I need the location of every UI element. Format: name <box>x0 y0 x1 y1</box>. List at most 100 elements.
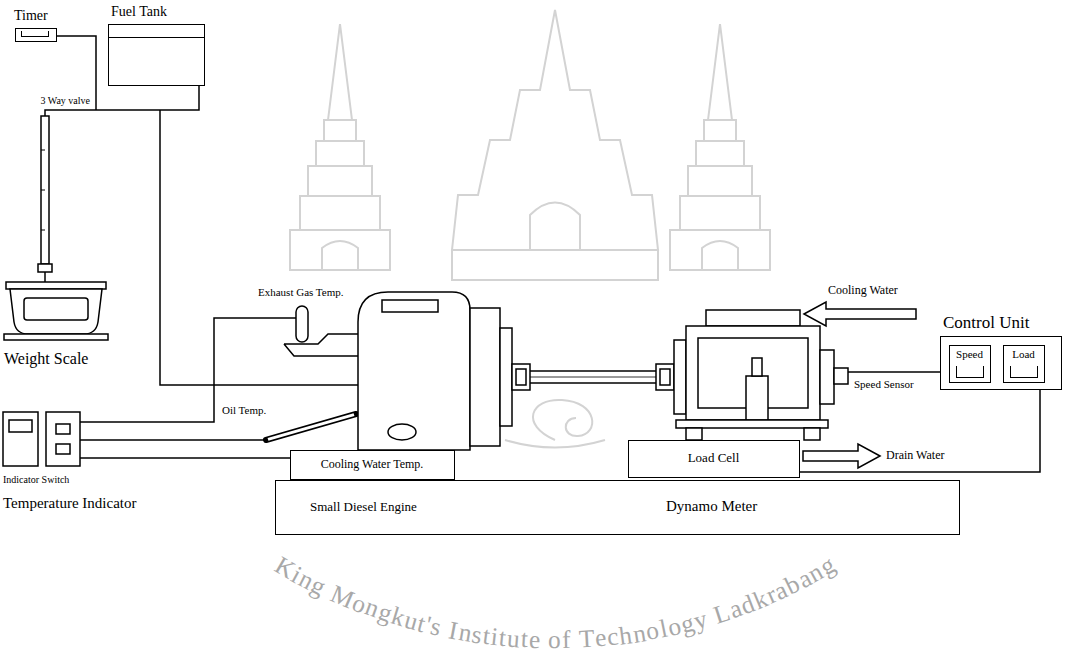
engine-drawing-part <box>516 369 526 385</box>
control-unit: Control UnitSpeedLoad <box>940 336 1062 390</box>
seal-watermark-part <box>702 241 738 270</box>
node-label: Load Cell <box>688 451 740 466</box>
timer-box: Timer <box>15 28 57 42</box>
weight-scale-drawing-part <box>41 190 45 191</box>
seal-watermark-part <box>328 24 352 120</box>
engine-drawing-part <box>500 328 512 426</box>
watermark-letter: f <box>562 627 571 653</box>
signal-wire-part <box>160 110 358 385</box>
fuel-level <box>109 37 204 38</box>
node-label: Dynamo Meter <box>666 498 757 515</box>
part-label: Indicator Switch <box>3 474 69 486</box>
weight-scale-drawing-part <box>41 230 45 231</box>
weight-scale-drawing-part <box>44 272 46 282</box>
sensor-drawing-part <box>284 334 358 356</box>
watermark-letter: t <box>498 624 507 650</box>
flow-label: Drain Water <box>886 449 944 463</box>
part-label: Temperature Indicator <box>3 495 136 512</box>
seal-watermark-part <box>696 141 744 166</box>
seal-watermark-part <box>300 196 380 230</box>
flow-arrow <box>803 302 916 468</box>
engine-drawing-part <box>530 377 656 378</box>
watermark-letter: e <box>594 625 607 651</box>
weight-scale-drawing <box>4 116 108 340</box>
watermark-letter: e <box>528 627 540 653</box>
cooling-water-temp-box: Cooling Water Temp. <box>290 450 455 480</box>
watermark-letter: t <box>520 626 528 652</box>
timer-screen <box>21 31 49 37</box>
sensor-drawing-part <box>268 415 354 440</box>
seal-watermark-part <box>530 203 580 251</box>
seal-watermark-part <box>704 120 736 141</box>
node-label: Weight Scale <box>4 350 88 368</box>
edge-label: 3 Way valve <box>40 95 90 107</box>
dynamometer-drawing-part <box>752 358 762 376</box>
node-heading: Control Unit <box>943 313 1029 333</box>
signal-wire-part <box>80 318 296 422</box>
seal-watermark-part <box>505 440 605 448</box>
sensor-drawing-part <box>266 414 356 440</box>
dynamometer-drawing-part <box>660 369 670 385</box>
seal-watermark-part <box>324 120 356 141</box>
seal-watermark-part <box>316 141 364 166</box>
seal-watermark-part <box>452 250 658 280</box>
weight-scale-drawing-part <box>10 289 102 334</box>
watermark-letter <box>541 627 548 652</box>
seal-watermark-part <box>688 166 752 196</box>
engine-drawing-part <box>382 300 438 312</box>
temperature-indicator-drawing-part <box>56 444 70 454</box>
flow-arrow-part <box>803 444 880 468</box>
fuel-tank: Fuel Tank <box>108 24 205 86</box>
node-label: Cooling Water Temp. <box>321 458 424 472</box>
dynamometer-drawing-part <box>676 420 828 428</box>
dynamometer-drawing <box>656 310 848 440</box>
engine-drawing-part <box>388 424 416 440</box>
dynamometer-drawing-part <box>820 350 834 404</box>
weight-scale: Weight Scale <box>0 116 115 378</box>
dynamometer-drawing-part <box>834 368 848 384</box>
engine-drawing-part <box>358 292 470 450</box>
weight-scale-drawing-part <box>38 264 52 272</box>
temperature-indicator-drawing-part <box>3 412 38 466</box>
seal-watermark-part <box>533 400 592 440</box>
engine-drawing-part <box>530 382 656 384</box>
watermark-letter: T <box>578 626 595 652</box>
dynamometer-drawing-part <box>674 340 686 414</box>
watermark-letter: u <box>506 625 521 651</box>
watermark-letter: o <box>548 627 561 652</box>
flow-label: Cooling Water <box>828 284 898 298</box>
engine-drawing-part <box>530 370 656 372</box>
signal-wire-part <box>80 457 290 459</box>
dynamometer-drawing-part <box>686 326 820 420</box>
connector-line <box>800 390 1040 472</box>
seal-watermark-part <box>308 166 372 196</box>
weight-scale-drawing-part <box>41 116 49 264</box>
sensor-drawing-part <box>296 306 308 342</box>
node-heading: Timer <box>14 8 48 24</box>
seal-watermark-part <box>452 10 658 250</box>
weight-scale-drawing-part <box>4 334 108 340</box>
node-heading: Fuel Tank <box>111 4 167 20</box>
temperature-indicator-drawing <box>3 412 80 466</box>
watermark-letter <box>571 627 578 653</box>
load-display: Load <box>1003 345 1045 383</box>
sensor-label: Oil Temp. <box>222 404 266 417</box>
signal-wire <box>57 36 940 458</box>
engine-drawing-part <box>512 364 530 390</box>
weight-scale-drawing-part <box>6 282 106 289</box>
test-bed-base: Small Diesel EngineDynamo Meter <box>275 480 960 535</box>
dynamometer-drawing-part <box>686 428 702 440</box>
sensor-label: Exhaust Gas Temp. <box>258 286 344 299</box>
seal-watermark-part <box>322 241 358 270</box>
flow-arrow-part <box>804 302 916 326</box>
sensor-drawing <box>266 306 358 440</box>
dynamometer-drawing-part <box>746 376 768 420</box>
display-window <box>1010 366 1038 378</box>
weight-scale-drawing-part <box>41 150 45 151</box>
load-cell: Load Cell <box>628 440 800 478</box>
speed-display: Speed <box>949 345 991 383</box>
engine-drawing <box>358 292 656 450</box>
